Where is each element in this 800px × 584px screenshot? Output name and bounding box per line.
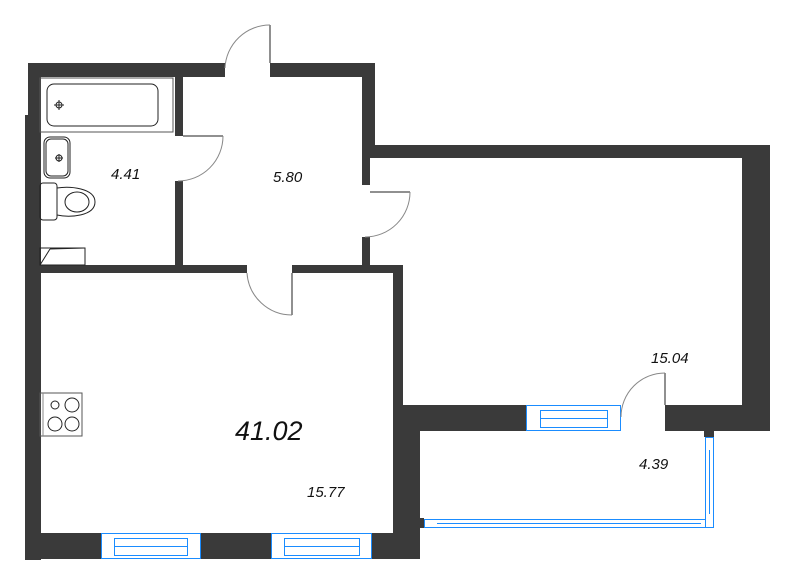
wall-right xyxy=(742,145,770,430)
wall-bottom-3 xyxy=(372,533,420,559)
wall-hall-right-lower xyxy=(362,237,370,273)
wall-balcony-post xyxy=(704,430,714,437)
wall-hall-right-upper xyxy=(362,63,375,145)
wall-left-outer xyxy=(28,63,41,560)
wall-top-right xyxy=(270,63,375,77)
window-bedroom xyxy=(526,405,621,431)
toilet-icon xyxy=(39,182,96,221)
kitchen-door-icon xyxy=(246,272,293,316)
stove-icon xyxy=(39,392,83,437)
wall-bedroom-bottom-right xyxy=(665,405,770,431)
wall-bottom-2 xyxy=(201,533,271,559)
wall-top-left xyxy=(28,63,225,77)
area-label-balcony: 4.39 xyxy=(639,456,669,473)
bathtub-icon xyxy=(39,77,174,133)
wall-hall-right-mid xyxy=(362,145,370,185)
wall-bedroom-left xyxy=(393,268,403,430)
wall-left-step xyxy=(25,115,31,560)
wall-mid-right xyxy=(292,265,403,273)
washing-machine-icon xyxy=(39,247,86,266)
window-kitchen-left xyxy=(101,533,201,559)
area-label-bedroom: 15.04 xyxy=(651,350,689,367)
wall-bath-hall-lower xyxy=(175,181,183,273)
wall-bath-hall-upper xyxy=(175,77,183,136)
window-kitchen-right xyxy=(271,533,372,559)
wall-bedroom-bottom-left xyxy=(403,405,526,431)
bathroom-door-icon xyxy=(177,135,224,182)
area-label-total: 41.02 xyxy=(235,416,303,446)
area-label-bathroom: 4.41 xyxy=(111,166,141,183)
wall-bottom-1 xyxy=(25,533,101,559)
balcony-glazing-right xyxy=(705,437,714,528)
wall-bedroom-top xyxy=(362,145,770,158)
entry-door-icon xyxy=(224,24,271,69)
balcony-door-icon xyxy=(620,372,666,418)
sink-icon xyxy=(43,136,71,179)
wall-mid-left xyxy=(28,265,247,273)
wall-balcony-stub xyxy=(418,518,424,528)
area-label-kitchen-living: 15.77 xyxy=(307,484,345,501)
bedroom-door-icon xyxy=(364,191,411,238)
area-label-hallway: 5.80 xyxy=(273,169,303,186)
